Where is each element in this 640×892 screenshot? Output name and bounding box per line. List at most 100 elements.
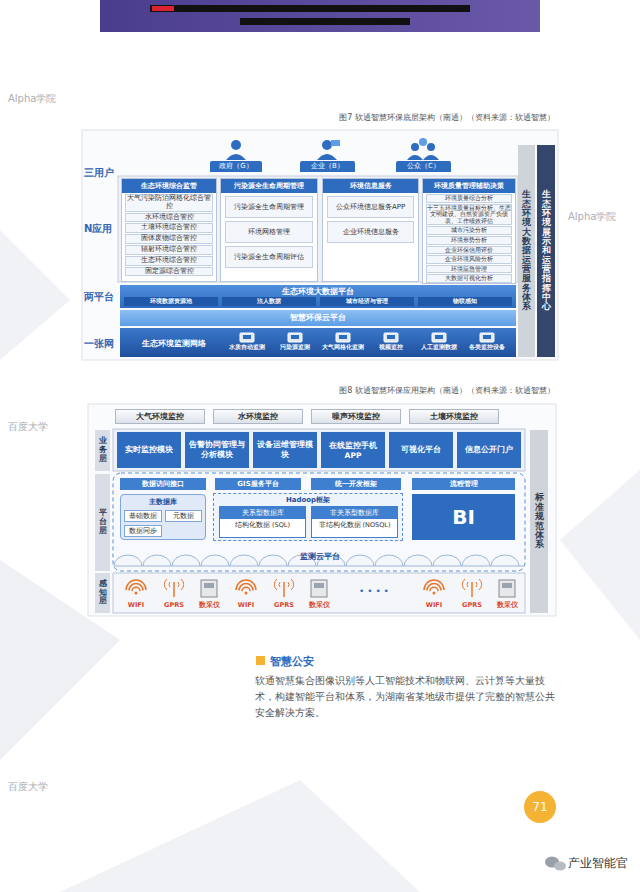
device-icon: [287, 331, 303, 343]
device-icon: [239, 331, 255, 343]
node-text: 非关系型数据库: [312, 507, 397, 519]
node-text: 生态环境监测网络: [142, 338, 206, 349]
node-text: 大气污染防治网格化综合管控: [126, 195, 212, 211]
node-text: 环境信息服务: [323, 179, 418, 193]
node-text: 污染源全生命周期管理: [221, 179, 317, 193]
hadoop-frame: Hadoop框架关系型数据库结构化数据 (SQL) 非关系型数据库非结构化数据 (…: [213, 493, 403, 541]
node-text: 可视化平台: [401, 445, 441, 455]
deco-shape: [0, 230, 70, 360]
node-text: 十三五环境质量目标分析、生态文明建设、自然资源资产负债表、工作绩效评估: [427, 205, 511, 225]
node-text: 结构化数据 (SQL): [220, 519, 305, 530]
node-text: 环境质量综合分析: [427, 195, 511, 202]
app-item: 大数据可视化分析: [426, 274, 512, 283]
node-text: 设备运维管理模块: [255, 440, 315, 460]
app-column: 环境信息服务公众环境信息服务APP 企业环境信息服务: [322, 178, 419, 282]
platform-band: 智慧环保云平台: [120, 310, 516, 326]
app-item: 企业环保信用评价: [426, 246, 512, 255]
app-item: 生态环境综合管控: [125, 256, 213, 266]
node-text: 关系型数据库: [220, 507, 305, 519]
monitor-tab: 水环境监控: [213, 409, 303, 424]
device-icon: [431, 331, 447, 343]
header-bar: [100, 0, 540, 32]
device-icon: [479, 331, 495, 343]
business-module: 告警协同管理与分析模块: [185, 432, 249, 468]
node-text: 水环境综合管控: [126, 214, 212, 222]
app-panel: [118, 176, 518, 282]
app-column: 生态环境综合监管大气污染防治网格化综合管控水环境综合管控土壤环境综合管控固体废物…: [121, 178, 217, 282]
node-text: 大气网格化监测: [320, 344, 366, 351]
node-text: 城市污染分析: [427, 227, 511, 234]
deco-shape: [560, 470, 640, 640]
business-row: [113, 429, 525, 471]
figure-panel: [82, 130, 558, 360]
node-text: 土壤环境综合管控: [126, 224, 212, 232]
node-text: 监测云平台: [240, 549, 400, 565]
sensor-label: GPRS: [455, 601, 489, 609]
figure-caption: 图8 软通智慧环保应用架构（南通）（资料来源：软通智慧）: [300, 385, 555, 396]
node-text: 大气环境监控: [116, 410, 204, 423]
node-text: 企业（B）: [300, 161, 355, 172]
node-text: 生态环境大数据运营服务体系: [522, 190, 531, 311]
node-text: 非结构化数据 (NOSQL): [312, 519, 397, 530]
page-number: 71: [524, 791, 556, 823]
row-label: N应用: [84, 222, 118, 236]
app-item: 公众环境信息服务APP: [327, 196, 414, 218]
user-tab: 政府（G）: [210, 161, 262, 172]
node-text: Hadoop框架: [214, 494, 402, 505]
node-text: 数据访问接口: [120, 478, 206, 490]
user-tab: 企业（B）: [300, 161, 355, 172]
app-item: 环境网格管理: [225, 221, 313, 243]
sensor-label: 数采仪: [490, 601, 524, 610]
platform-service: 数据访问接口: [120, 478, 206, 490]
database-box: 主数据库基础数据元数据数据同步: [120, 494, 206, 540]
redaction-bar: [240, 18, 410, 25]
node-text: 水环境监控: [214, 410, 302, 423]
ellipsis: • • • •: [352, 586, 396, 596]
user-icons: [226, 138, 439, 160]
app-item: 土壤环境综合管控: [125, 223, 213, 233]
sensor-label: WIFI: [417, 601, 451, 609]
layer-label: 业务层: [95, 430, 110, 471]
platform-service: GIS服务平台: [215, 478, 301, 490]
device-icon: [383, 331, 399, 343]
node-text: 在线监控手机APP: [323, 441, 383, 460]
sensor-label: WIFI: [229, 601, 263, 609]
app-column: 环境质量管理辅助决策环境质量综合分析十三五环境质量目标分析、生态文明建设、自然资…: [422, 178, 516, 284]
platform-frame: [113, 473, 525, 571]
node-text: 环境质量管理辅助决策: [423, 179, 515, 193]
figure-caption: 图7 软通智慧环保底层架构（南通）（资料来源：软通智慧）: [300, 112, 555, 123]
sensor-label: 数采仪: [302, 601, 336, 610]
business-module: 设备运维管理模块: [253, 432, 317, 468]
network-band: 生态环境监测网络水质自动监测污染源监测大气网格化监测视频监控人工监测数据各类监控…: [120, 328, 516, 357]
node-text: 公众环境信息服务APP: [330, 202, 411, 212]
section-heading: 智慧公安: [270, 654, 350, 669]
watermark: Alpha学院: [568, 210, 634, 224]
side-column: 生态环境展示和运营指挥中心: [537, 145, 555, 357]
node-text: 基础数据: [125, 511, 161, 521]
deco-shape: [60, 780, 420, 892]
device-item: 人工监测数据: [416, 329, 462, 356]
node-text: 企业环境信息服务: [330, 227, 411, 237]
node-text: 企业环保信用评价: [427, 247, 511, 254]
node-text: 生态环境大数据平台: [120, 285, 516, 297]
node-text: 平台层: [99, 509, 107, 535]
side-column: 生态环境大数据运营服务体系: [518, 145, 535, 357]
app-item: 大气污染防治网格化综合管控: [125, 194, 213, 212]
node-text: 信息公开门户: [465, 445, 513, 455]
monitor-tab: 大气环境监控: [115, 409, 205, 424]
business-module: 实时监控模块: [117, 432, 181, 468]
layer-label: 平台层: [95, 474, 110, 571]
wechat-icon: [545, 857, 566, 871]
device-icon: [335, 331, 351, 343]
app-item: 污染源全生命周期评估: [225, 246, 313, 268]
user-tab: 公众（C）: [396, 161, 451, 172]
node-text: 政府（G）: [210, 161, 262, 172]
node-text: 各类监控设备: [464, 344, 510, 351]
node-text: 实时监控模块: [125, 445, 173, 455]
app-item: 固定源综合管控: [125, 267, 213, 277]
node-text: 土壤环境监控: [410, 410, 498, 423]
sensor-label: GPRS: [267, 601, 301, 609]
sensor-label: WIFI: [119, 601, 153, 609]
platform-item: 城市经济与管理: [320, 297, 414, 306]
node-text: 大数据可视化分析: [427, 275, 511, 282]
